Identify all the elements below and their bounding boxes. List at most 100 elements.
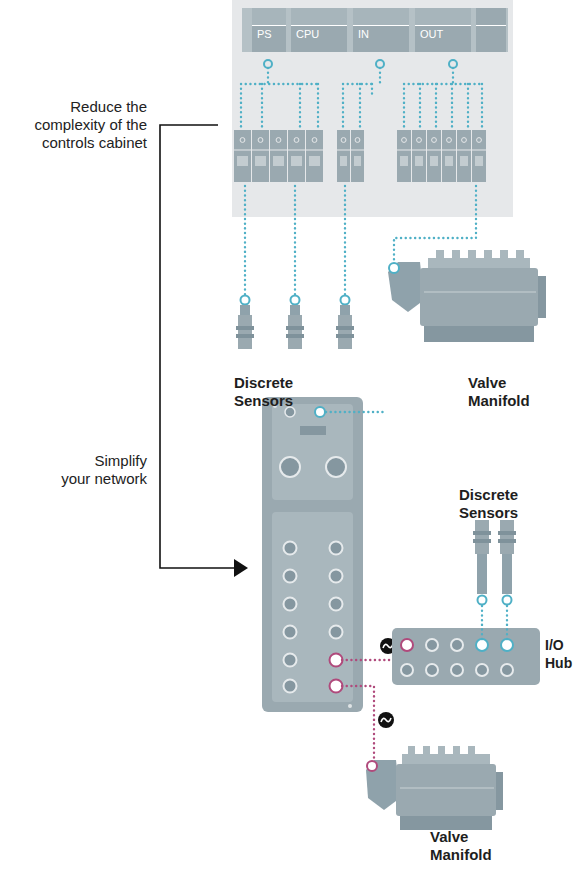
terminal-slot (273, 156, 284, 166)
rack-rail (242, 8, 508, 52)
terminal-slot (291, 156, 302, 166)
rack-module (476, 8, 506, 52)
terminal-screw (417, 138, 422, 143)
port (284, 654, 297, 667)
terminal-screw (355, 138, 360, 143)
port (284, 598, 297, 611)
terminal-screw (294, 138, 299, 143)
terminal-screw (462, 138, 467, 143)
port (284, 626, 297, 639)
port (426, 664, 438, 676)
network-cable (326, 411, 386, 413)
part-label: Valve Manifold (430, 828, 492, 864)
terminal-screw (447, 138, 452, 143)
callout-text: Simplify your network (61, 452, 147, 488)
plc-module: PS (252, 8, 286, 52)
terminal-divider (442, 150, 456, 151)
sensor-body (288, 315, 302, 349)
sensor-nut (473, 539, 491, 543)
part-label: I/O Hub (545, 636, 572, 672)
arrow-head (234, 559, 248, 577)
sensor-cable-nut (290, 305, 300, 315)
terminal-slot (400, 156, 408, 166)
sensor-nut (336, 326, 354, 330)
terminal-divider (457, 150, 471, 151)
terminal-block (397, 130, 411, 182)
port (476, 639, 488, 651)
terminal-screw (402, 138, 407, 143)
terminal-block (288, 130, 305, 182)
terminal-screw (312, 138, 317, 143)
port (330, 570, 343, 583)
terminal-block (306, 130, 323, 182)
terminal-divider (234, 150, 251, 151)
cabinet-panel (232, 0, 513, 217)
port (330, 654, 343, 667)
sensor-cable-nut (340, 305, 350, 315)
terminal-divider (288, 150, 305, 151)
hub-ports (401, 639, 513, 676)
terminal-block (270, 130, 287, 182)
part-label: Valve Manifold (468, 374, 530, 410)
rack-divider (476, 25, 506, 26)
terminal-divider (412, 150, 426, 151)
discrete-sensors (236, 296, 354, 350)
discrete-sensors (473, 520, 516, 605)
io-hub (392, 628, 540, 685)
sensor-body (500, 520, 514, 554)
sensor-nut (236, 334, 254, 338)
terminal-screw (276, 138, 281, 143)
port (284, 542, 297, 555)
terminal-divider (427, 150, 441, 151)
module-label: OUT (415, 8, 471, 41)
terminal-block (234, 130, 251, 182)
terminal-block (351, 130, 364, 182)
port (330, 626, 343, 639)
port (330, 542, 343, 555)
plc-module: OUT (415, 8, 471, 52)
sensor-nut (236, 326, 254, 330)
sensor-nut (498, 531, 516, 535)
sensor-nut (286, 326, 304, 330)
part-label: Discrete Sensors (234, 374, 293, 410)
port (451, 639, 463, 651)
terminal-slot (309, 156, 320, 166)
port (451, 664, 463, 676)
terminal-block (442, 130, 456, 182)
terminal-block (427, 130, 441, 182)
terminal-slot (460, 156, 468, 166)
plc-module: IN (353, 8, 409, 52)
terminal-screw (432, 138, 437, 143)
sensor-connector (341, 296, 350, 305)
terminal-blocks (234, 130, 486, 182)
terminal-divider (472, 150, 486, 151)
port (284, 680, 297, 693)
sensor-nut (336, 334, 354, 338)
terminal-divider (306, 150, 323, 151)
sensor-body (475, 520, 489, 554)
module-label: CPU (291, 8, 347, 41)
terminal-slot (354, 156, 361, 166)
sensor-cables (482, 606, 507, 640)
sensor-connector (241, 296, 250, 305)
port (476, 664, 488, 676)
terminal-divider (252, 150, 269, 151)
module-ports (264, 60, 457, 68)
port (284, 570, 297, 583)
sensor-cable-nut (502, 554, 512, 594)
terminal-screw (477, 138, 482, 143)
terminal-block (252, 130, 269, 182)
plc-module: CPU (291, 8, 347, 52)
sensor-cable-nut (477, 554, 487, 594)
terminal-slot (445, 156, 453, 166)
valve-manifold (366, 746, 503, 830)
terminal-divider (337, 150, 350, 151)
bracket-line (160, 125, 236, 568)
callout-text: Reduce the complexity of the controls ca… (34, 98, 147, 152)
port (330, 598, 343, 611)
port (330, 680, 343, 693)
port (401, 639, 413, 651)
terminal-screw (341, 138, 346, 143)
terminal-slot (475, 156, 483, 166)
valve-manifold (388, 250, 546, 342)
